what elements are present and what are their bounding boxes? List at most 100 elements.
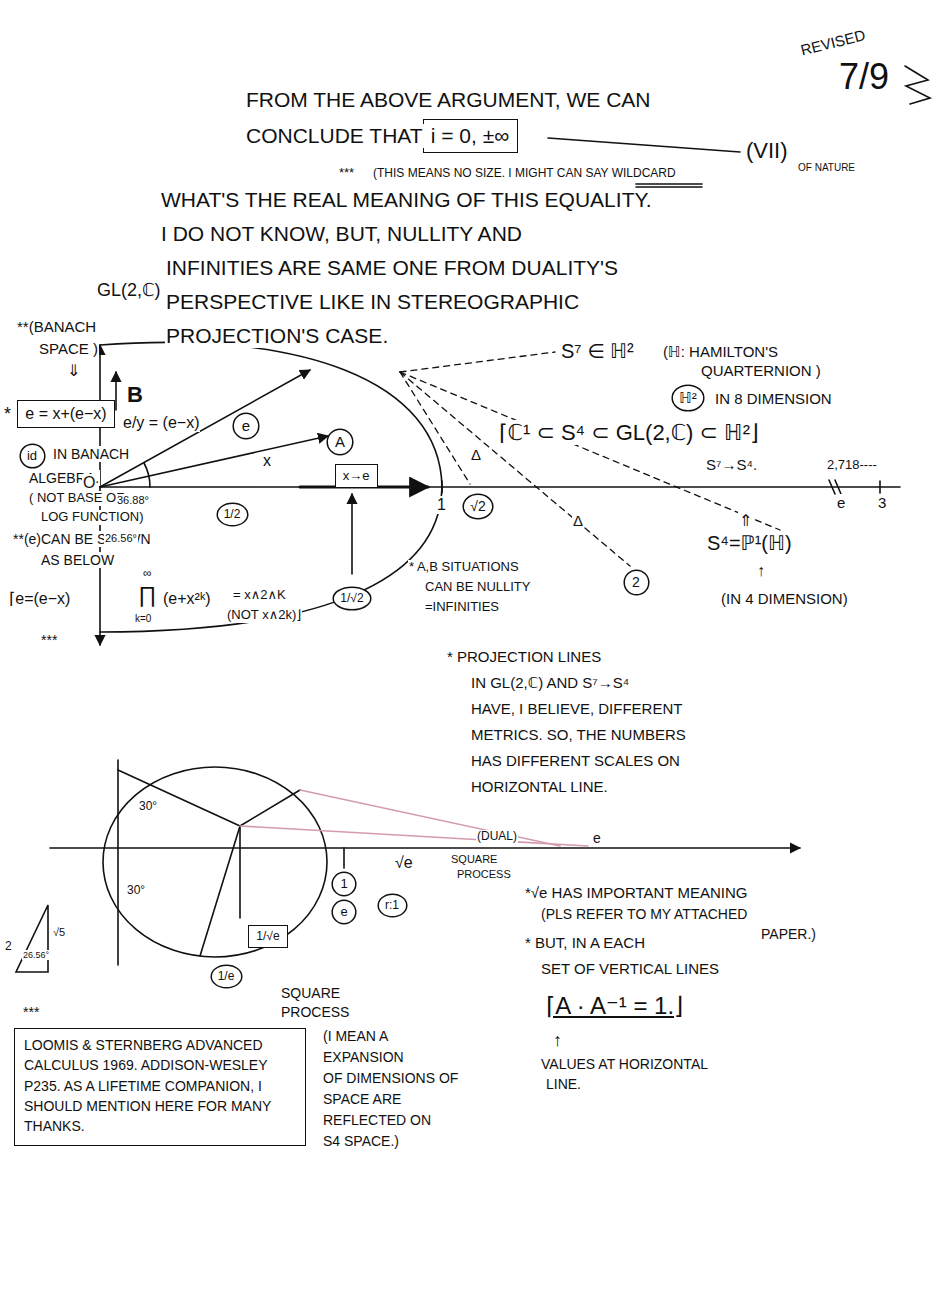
circled-term: 1/√2 (332, 586, 372, 611)
note-text: ↑ (552, 1030, 563, 1051)
note-text: x (262, 452, 272, 470)
construction-line (118, 770, 240, 826)
note-text: ⌈A · A⁻¹ = 1.⌋ (545, 992, 684, 1020)
leader-line (548, 138, 740, 152)
note-text: S⁷→S⁴. (705, 456, 758, 473)
note-text: PROCESS (456, 868, 512, 881)
note-text: SET OF VERTICAL LINES (540, 960, 720, 977)
axis-tick (879, 481, 881, 493)
circled-term: 1 (331, 871, 357, 897)
note-text: = x∧2∧K (232, 588, 287, 603)
note-text: (VII) (745, 138, 789, 163)
note-text: VALUES AT HORIZONTAL (540, 1056, 709, 1072)
note-text: CONCLUDE THAT (245, 124, 424, 148)
note-text: SQUARE (280, 985, 341, 1001)
note-text: 30° (126, 884, 146, 898)
horizontal-axis (100, 486, 900, 488)
lower-vertical (117, 760, 119, 965)
note-text: e (836, 494, 846, 511)
note-text: (PLS REFER TO MY ATTACHED (540, 906, 748, 922)
note-text: IN GL(2,ℂ) AND S⁷→S⁴ (470, 674, 630, 691)
circle-outline (463, 494, 493, 519)
boxed-term: 1/√e (248, 925, 288, 948)
note-text: * A,B SITUATIONS (408, 560, 520, 575)
term-text: ℍ² (679, 389, 697, 407)
note-text: ⌈ℂ¹ ⊂ S⁴ ⊂ GL(2,ℂ) ⊂ ℍ²⌋ (498, 420, 760, 445)
circled-term: 1/e (210, 964, 243, 989)
note-text: REFLECTED ON (322, 1112, 432, 1128)
note-text: (e+x²ᵏ) (162, 590, 212, 608)
projection-line (400, 372, 470, 484)
note-text: S⁷ ∈ ℍ² (560, 340, 635, 363)
note-text: *√e HAS IMPORTANT MEANING (524, 884, 748, 901)
note-text: 26.56° (104, 532, 138, 545)
note-text: INFINITIES ARE SAME ONE FROM DUALITY'S (165, 256, 619, 280)
note-text: SQUARE (450, 853, 498, 866)
note-text: OF NATURE (797, 162, 856, 174)
b-arrow (115, 372, 117, 410)
note-text: (ℍ: HAMILTON'S (662, 343, 779, 360)
circled-term: 1/2 (216, 502, 249, 527)
note-text: SPACE ARE (322, 1091, 402, 1107)
circled-term: 2 (623, 569, 650, 596)
note-text: PROJECTION'S CASE. (165, 324, 389, 348)
note-text: AS BELOW (40, 552, 115, 568)
note-text: (I MEAN A (322, 1028, 389, 1044)
construction-line (239, 826, 241, 918)
circle-outline (211, 965, 242, 988)
circle-outline (217, 503, 248, 526)
vertical-arrow (351, 494, 353, 574)
term-text: 1/e (218, 969, 235, 983)
term-text: 1/2 (224, 507, 241, 521)
note-text: IN BANACH (52, 446, 130, 462)
note-text: 1 (436, 496, 447, 514)
term-text: r:1 (385, 898, 399, 912)
note-text: LINE. (545, 1076, 582, 1092)
note-text: 36.88° (116, 494, 150, 507)
axis-tick (835, 480, 841, 494)
projection-arc (100, 342, 442, 632)
note-text: √e (394, 854, 414, 872)
boxed-term: LOOMIS & STERNBERG ADVANCED CALCULUS 196… (14, 1028, 306, 1146)
vector-arrow (100, 436, 328, 487)
note-text: ⇓ (66, 362, 81, 380)
triangle-sketch (16, 905, 48, 972)
note-text: WHAT'S THE REAL MEANING OF THIS EQUALITY… (160, 188, 653, 212)
note-text: ↑ (756, 562, 766, 580)
note-text: SPACE ) (38, 340, 99, 357)
note-text: QUARTERNION ) (700, 362, 822, 379)
vector-arrow (100, 370, 310, 487)
dual-line (240, 826, 588, 846)
note-text: e/y = (e−x) (122, 414, 200, 432)
note-text: OF DIMENSIONS OF (322, 1070, 459, 1086)
note-text: ∏ (137, 582, 157, 607)
circle-outline (327, 429, 353, 455)
lower-axis (50, 847, 800, 849)
term-text: e (340, 904, 347, 920)
note-text: (THIS MEANS NO SIZE. I MIGHT CAN SAY WIL… (372, 167, 677, 181)
note-text: (NOT x∧2k)⌋ (226, 608, 302, 623)
term-text: x→e (343, 468, 370, 484)
circle-outline (332, 900, 356, 924)
note-text: Δ (470, 446, 482, 463)
circled-term: e (232, 412, 260, 440)
circle-outline (378, 894, 407, 917)
note-text: ∞ (142, 567, 153, 581)
note-text: **(BANACH (16, 318, 97, 335)
note-text: 2,718---- (826, 458, 878, 473)
projection-line (400, 372, 630, 566)
note-text: * (3, 404, 12, 425)
note-text: 2 (4, 940, 13, 954)
note-text: *** (338, 166, 355, 181)
circle-outline (624, 570, 649, 595)
note-text: S⁴=ℙ¹(ℍ) (706, 532, 793, 555)
note-text: 3 (877, 494, 887, 511)
note-text: ( NOT BASE OF (28, 491, 125, 506)
note-text: ⌈e=(e−x) (8, 590, 71, 608)
note-text: PERSPECTIVE LIKE IN STEREOGRAPHIC (165, 290, 580, 314)
circled-term: e (331, 899, 357, 925)
note-text: HAVE, I BELIEVE, DIFFERENT (470, 700, 683, 717)
note-text: PROCESS (280, 1004, 350, 1020)
note-text: I DO NOT KNOW, BUT, NULLITY AND (160, 222, 523, 246)
note-text: LOG FUNCTION) (40, 510, 145, 525)
